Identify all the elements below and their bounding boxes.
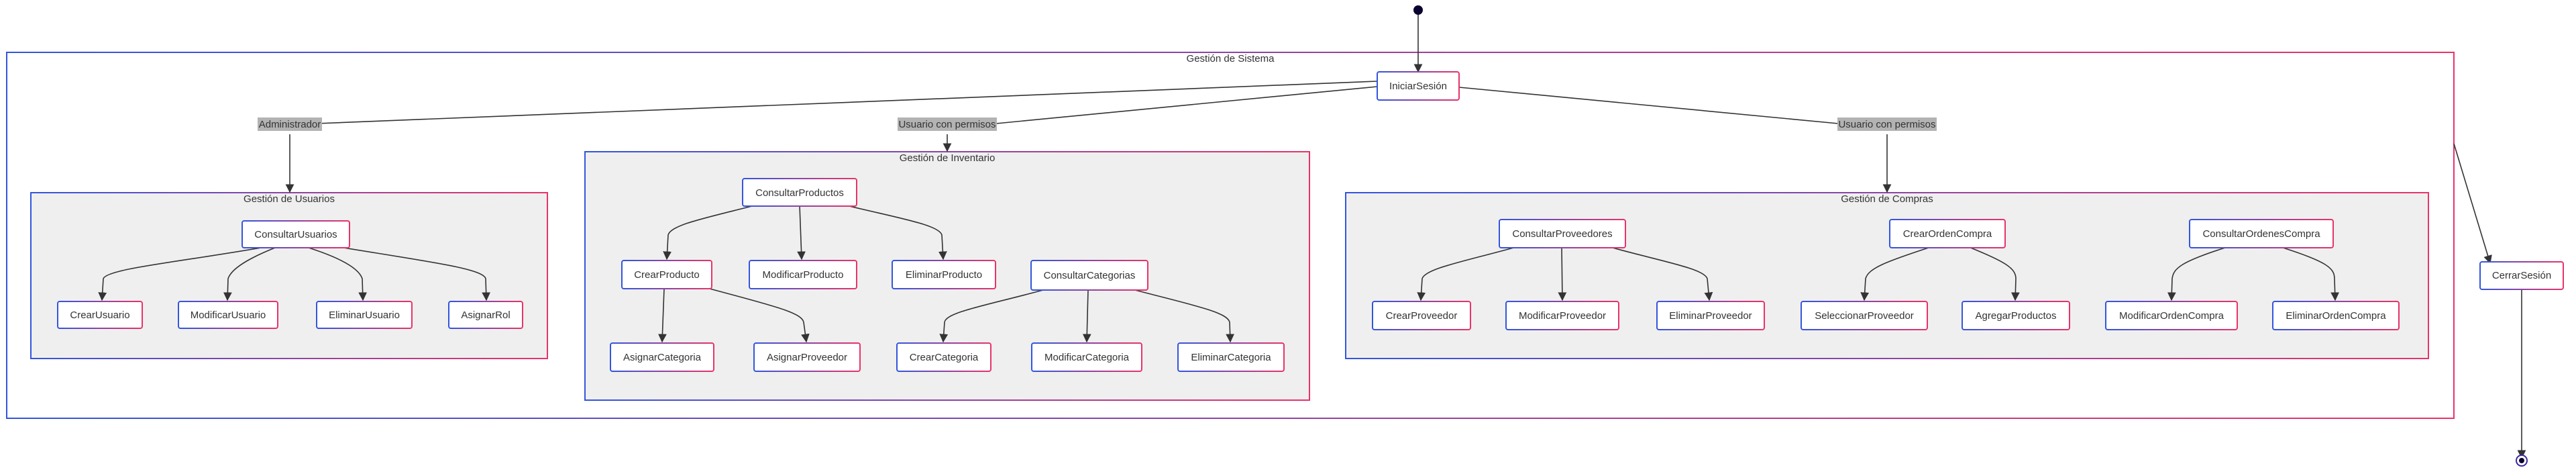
state-modificar-producto[interactable]: ModificarProducto (749, 260, 857, 289)
state-label: ConsultarProductos (755, 187, 844, 199)
start-state (1413, 5, 1423, 15)
state-label: AgregarProductos (1976, 310, 2057, 322)
state-crear-producto[interactable]: CrearProducto (621, 260, 712, 289)
edge-iniciar-administrador (316, 81, 1378, 124)
edge-iniciar-permisos-inv (996, 86, 1378, 124)
state-modificar-usuario[interactable]: ModificarUsuario (178, 301, 278, 329)
state-eliminar-producto[interactable]: EliminarProducto (892, 260, 996, 289)
edge-productos-modificar (797, 205, 806, 260)
edge-ordenes-modificar (2167, 246, 2228, 301)
state-modificar-categoria[interactable]: ModificarCategoria (1031, 342, 1142, 372)
state-label: CrearCategoria (910, 352, 979, 363)
state-label: ModificarOrdenCompra (2119, 310, 2224, 322)
edge-label-text: Usuario con permisos (1838, 119, 1935, 130)
state-label: AsignarRol (461, 310, 510, 321)
state-crear-usuario[interactable]: CrearUsuario (57, 301, 143, 329)
state-label: CrearOrdenCompra (1903, 228, 1992, 240)
state-crear-orden-compra[interactable]: CrearOrdenCompra (1889, 219, 2006, 248)
state-seleccionar-proveedor[interactable]: SeleccionarProveedor (1801, 301, 1928, 330)
state-label: ModificarCategoria (1044, 352, 1130, 363)
edges (98, 11, 2526, 459)
edge-usuarios-crear (98, 246, 266, 301)
group-gestion-usuarios: Gestión de Usuarios (30, 192, 548, 359)
state-label: EliminarCategoria (1191, 352, 1271, 363)
state-asignar-proveedor[interactable]: AsignarProveedor (753, 342, 861, 372)
state-label: AsignarCategoria (623, 352, 702, 363)
state-label: IniciarSesión (1389, 81, 1447, 92)
state-label: EliminarOrdenCompra (2286, 310, 2386, 322)
state-label: ModificarProducto (763, 269, 844, 281)
edge-orden-seleccionar (1860, 246, 1931, 301)
state-eliminar-proveedor[interactable]: EliminarProveedor (1656, 301, 1765, 330)
edge-crearproducto-asignarproveedor (709, 288, 810, 343)
edge-categorias-modificar (1082, 289, 1091, 343)
end-state (2516, 455, 2528, 467)
state-label: SeleccionarProveedor (1815, 310, 1914, 322)
edge-usuarios-asignar-rol (335, 246, 491, 301)
state-eliminar-usuario[interactable]: EliminarUsuario (316, 301, 413, 329)
state-label: ConsultarCategorias (1044, 270, 1136, 281)
state-asignar-categoria[interactable]: AsignarCategoria (610, 342, 714, 372)
state-consultar-ordenes-compra[interactable]: ConsultarOrdenesCompra (2189, 219, 2334, 248)
edge-categorias-crear (939, 289, 1044, 343)
state-label: ConsultarOrdenesCompra (2202, 228, 2320, 240)
edge-productos-crear (663, 205, 755, 260)
state-crear-proveedor[interactable]: CrearProveedor (1372, 301, 1471, 330)
group-title: Gestión de Compras (1841, 193, 1933, 205)
group-title: Gestión de Usuarios (244, 193, 335, 205)
edge-sistema-cerrar (2453, 143, 2492, 265)
state-label: CrearProveedor (1386, 310, 1458, 322)
edge-label-text: Usuario con permisos (898, 119, 996, 130)
edge-usuarios-eliminar (308, 247, 368, 301)
state-asignar-rol[interactable]: AsignarRol (448, 301, 523, 329)
edge-orden-agregar (1968, 246, 2020, 301)
edge-proveedores-eliminar (1609, 246, 1713, 301)
state-label: CerrarSesión (2492, 270, 2551, 281)
state-label: ConsultarProveedores (1512, 228, 1612, 240)
group-title: Gestión de Sistema (1187, 53, 1275, 64)
state-eliminar-categoria[interactable]: EliminarCategoria (1177, 342, 1285, 372)
state-label: EliminarProducto (906, 269, 982, 281)
state-consultar-productos[interactable]: ConsultarProductos (742, 178, 857, 207)
state-eliminar-orden-compra[interactable]: EliminarOrdenCompra (2272, 301, 2400, 330)
edge-label-usuario-permisos-inventario: Usuario con permisos (898, 117, 997, 131)
state-label: ModificarProveedor (1519, 310, 1606, 322)
state-label: ModificarUsuario (191, 310, 266, 321)
state-label: CrearProducto (634, 269, 700, 281)
edge-usuarios-modificar (223, 247, 276, 301)
edge-iniciar-permisos-comp (1458, 87, 1839, 124)
edge-label-usuario-permisos-compras: Usuario con permisos (1837, 117, 1937, 131)
state-modificar-proveedor[interactable]: ModificarProveedor (1505, 301, 1619, 330)
edge-productos-eliminar (846, 205, 947, 260)
group-gestion-compras: Gestión de Compras (1345, 192, 2429, 359)
state-label: AsignarProveedor (767, 352, 847, 363)
state-agregar-productos[interactable]: AgregarProductos (1962, 301, 2070, 330)
group-title: Gestión de Inventario (900, 152, 996, 164)
edge-crearproducto-asignarcategoria (658, 288, 667, 343)
state-consultar-usuarios[interactable]: ConsultarUsuarios (241, 220, 350, 248)
state-consultar-categorias[interactable]: ConsultarCategorias (1030, 260, 1148, 291)
edge-ordenes-eliminar (2280, 246, 2340, 301)
edge-categorias-eliminar (1134, 289, 1234, 343)
edge-label-text: Administrador (259, 119, 321, 130)
edge-proveedores-crear (1417, 246, 1517, 301)
state-modificar-orden-compra[interactable]: ModificarOrdenCompra (2105, 301, 2238, 330)
state-label: ConsultarUsuarios (254, 229, 337, 240)
state-crear-categoria[interactable]: CrearCategoria (896, 342, 991, 372)
state-cerrar-sesion[interactable]: CerrarSesión (2479, 261, 2564, 290)
state-label: EliminarProveedor (1669, 310, 1752, 322)
state-consultar-proveedores[interactable]: ConsultarProveedores (1499, 219, 1626, 248)
state-iniciar-sesion[interactable]: IniciarSesión (1377, 71, 1460, 101)
state-label: EliminarUsuario (329, 310, 400, 321)
edge-label-administrador: Administrador (258, 117, 322, 131)
state-label: CrearUsuario (70, 310, 129, 321)
